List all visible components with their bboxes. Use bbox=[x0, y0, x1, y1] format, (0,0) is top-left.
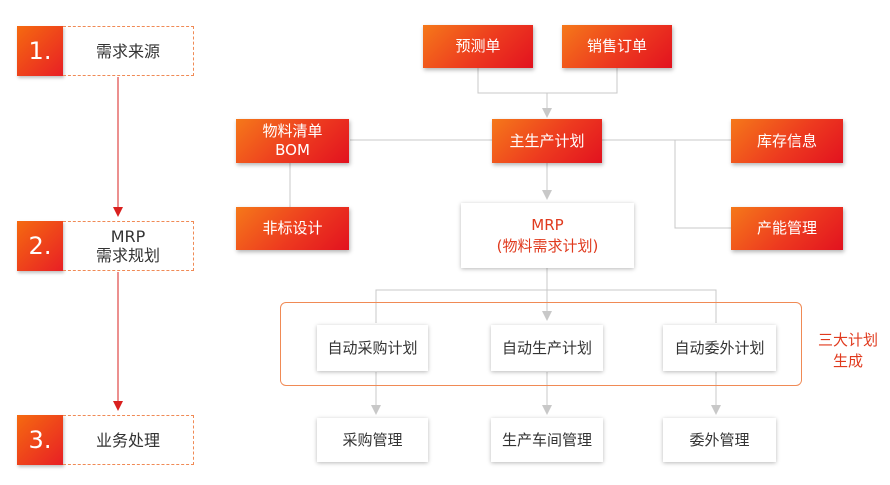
step-label-line: MRP bbox=[110, 227, 146, 246]
node-purchase-management: 采购管理 bbox=[317, 418, 428, 462]
node-label: 物料清单 bbox=[262, 122, 323, 140]
step-label-line: 业务处理 bbox=[95, 430, 160, 450]
step-number: 2. bbox=[17, 221, 63, 271]
step-label: 业务处理 bbox=[63, 415, 194, 465]
plan-generation-group bbox=[280, 302, 802, 386]
node-mrp: MRP (物料需求计划) bbox=[461, 203, 634, 268]
node-capacity: 产能管理 bbox=[731, 207, 843, 250]
node-label: 预测单 bbox=[455, 37, 501, 55]
node-workshop-management: 生产车间管理 bbox=[491, 418, 603, 462]
step-label-line: 需求来源 bbox=[95, 41, 160, 61]
node-label: BOM bbox=[275, 141, 310, 159]
node-auto-purchase-plan: 自动采购计划 bbox=[317, 325, 428, 371]
step-label: MRP 需求规划 bbox=[63, 221, 194, 271]
node-bom: 物料清单 BOM bbox=[236, 119, 349, 163]
node-label: 主生产计划 bbox=[509, 131, 585, 150]
step-2: 2. MRP 需求规划 bbox=[17, 221, 194, 271]
step-3: 3. 业务处理 bbox=[17, 415, 194, 465]
node-label: MRP bbox=[531, 215, 564, 234]
group-label-line: 三大计划 bbox=[817, 331, 878, 349]
connector-plans-to-business bbox=[371, 372, 721, 415]
node-inventory: 库存信息 bbox=[731, 119, 843, 163]
step-1: 1. 需求来源 bbox=[17, 26, 194, 76]
group-label: 三大计划 生成 bbox=[812, 330, 884, 372]
node-outsource-management: 委外管理 bbox=[663, 418, 776, 462]
node-label: 库存信息 bbox=[756, 131, 817, 150]
step-label: 需求来源 bbox=[63, 26, 194, 76]
connector-mrp-to-plans bbox=[375, 268, 717, 323]
node-label: 销售订单 bbox=[586, 37, 647, 55]
node-label: 非标设计 bbox=[262, 219, 323, 237]
node-auto-production-plan: 自动生产计划 bbox=[491, 325, 603, 371]
node-mps: 主生产计划 bbox=[492, 119, 602, 163]
node-nonstandard-design: 非标设计 bbox=[236, 207, 349, 250]
node-label: 采购管理 bbox=[342, 430, 403, 449]
node-label: 产能管理 bbox=[756, 219, 817, 237]
node-label: 自动委外计划 bbox=[674, 338, 765, 357]
node-auto-outsource-plan: 自动委外计划 bbox=[663, 325, 776, 371]
node-label: 委外管理 bbox=[689, 430, 750, 449]
node-sales-order: 销售订单 bbox=[562, 25, 672, 68]
node-label: 生产车间管理 bbox=[501, 430, 592, 449]
step-number: 3. bbox=[17, 415, 63, 465]
node-forecast: 预测单 bbox=[423, 25, 533, 68]
node-label: (物料需求计划) bbox=[496, 236, 599, 255]
node-label: 自动采购计划 bbox=[327, 338, 418, 357]
step-number: 1. bbox=[17, 26, 63, 76]
step-label-line: 需求规划 bbox=[95, 246, 160, 265]
group-label-line: 生成 bbox=[832, 352, 863, 370]
connector-orders-to-mps bbox=[477, 68, 618, 118]
connector-bom-mps-inventory bbox=[289, 139, 731, 229]
node-label: 自动生产计划 bbox=[501, 338, 592, 357]
